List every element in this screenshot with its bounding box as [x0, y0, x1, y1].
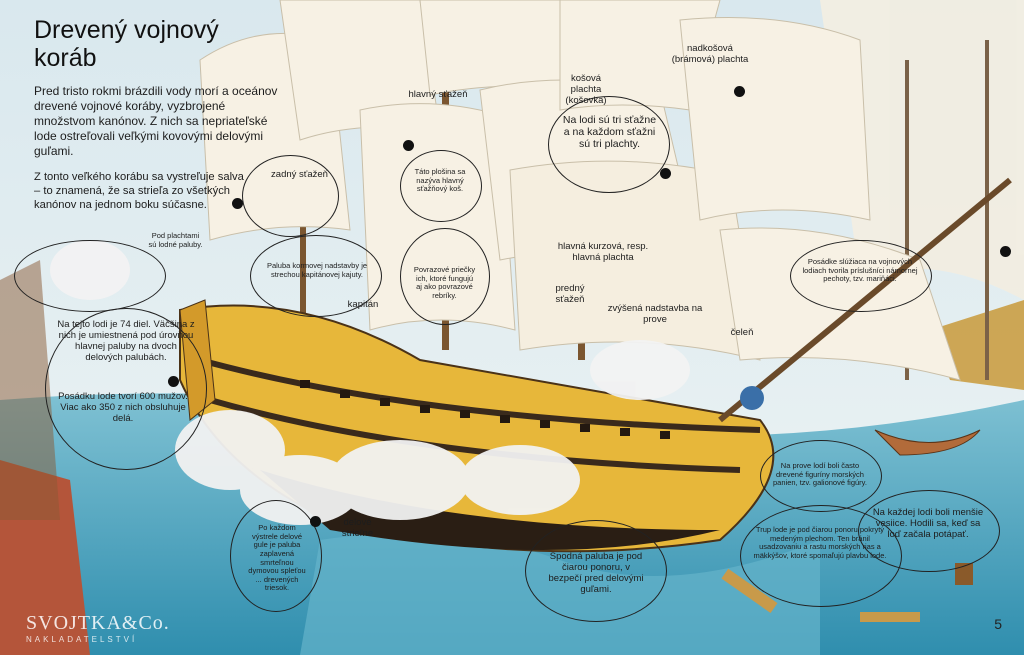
- label-crew-600: Posádku lode tvorí 600 mužov. Viac ako 3…: [58, 391, 188, 424]
- publisher-logo: SVOJTKA&Co. NAKLADATELSTVÍ: [26, 612, 206, 646]
- logo-text: SVOJTKA&Co.: [26, 612, 170, 634]
- label-gunpowder: Po každom výstrele delové gule je paluba…: [248, 523, 306, 593]
- callout-lifeboat: [858, 490, 1000, 572]
- label-bow: čeleň: [730, 327, 754, 338]
- label-topgallant: košová plachta (košovka): [565, 73, 607, 106]
- label-hull: Trup lode je pod čiarou ponoru pokrytý m…: [753, 525, 887, 560]
- callout-gunpowder: [230, 500, 322, 612]
- salvo-paragraph: Z tonto veľkého korábu sa vystreľuje sal…: [34, 171, 244, 211]
- label-three-masts: Na lodi sú tri sťažne a na každom sťažni…: [562, 114, 657, 151]
- callout-captain-quarters: [250, 235, 382, 317]
- pointer-dot: [232, 198, 243, 209]
- pointer-dot: [310, 516, 321, 527]
- label-lifeboat: Na každej lodi boli menšie vesiice. Hodi…: [872, 507, 984, 540]
- callout-ladders: [400, 228, 490, 325]
- pointer-dot: [403, 140, 414, 151]
- label-small-ship: Pod plachtami sú lodné paluby.: [148, 231, 203, 249]
- callout-marines: [790, 240, 932, 312]
- label-platform: Táto plošina sa nazýva hlavný sťažňový k…: [414, 167, 466, 194]
- label-royal-sail: nadkošová (brámová) plachta: [671, 43, 749, 65]
- label-lower-deck: Spodná paluba je pod čiarou ponoru, v be…: [548, 551, 644, 595]
- callout-rear-mast: [242, 155, 339, 237]
- pointer-dot: [1000, 246, 1011, 257]
- pointer-dot: [734, 86, 745, 97]
- callout-lower-deck: [525, 520, 667, 622]
- pointer-dot: [660, 168, 671, 179]
- label-captain-quarters: Paluba kormovej nadstavby je strechou ka…: [266, 261, 368, 279]
- label-crew-74: Na tejto lodi je 74 diel. Väčšina z nich…: [57, 319, 195, 363]
- logo-subtext: NAKLADATELSTVÍ: [26, 635, 138, 644]
- label-marines: Posádke slúžiaca na vojnových lodiach tv…: [802, 257, 918, 284]
- callout-small-ship: [14, 240, 166, 312]
- intro-paragraph: Pred tristo rokmi brázdili vody morí a o…: [34, 84, 278, 158]
- label-ladders: Povrazové priečky ich, ktoré fungujú aj …: [413, 265, 476, 300]
- label-forecastle: zvýšená nadstavba na prove: [607, 303, 703, 325]
- label-captain: kapitán: [347, 299, 379, 310]
- label-main-course: hlavná kurzová, resp. hlavná plachta: [557, 241, 649, 263]
- callout-platform: [400, 150, 482, 222]
- page-number: 5: [994, 616, 1002, 632]
- label-cannons: delové strieľne: [341, 517, 374, 539]
- label-main-topmast: hlavný sťažeň: [408, 89, 468, 100]
- pointer-dot: [168, 376, 179, 387]
- callout-crew: [45, 308, 207, 470]
- label-rear-mast: zadný sťažeň: [271, 169, 328, 180]
- label-figurehead: Na prove lodí boli často drevené figurín…: [773, 461, 867, 488]
- label-foremast: predný sťažeň: [555, 283, 585, 305]
- callout-three-masts: [548, 96, 670, 193]
- page-title: Drevený vojnový koráb: [34, 16, 219, 72]
